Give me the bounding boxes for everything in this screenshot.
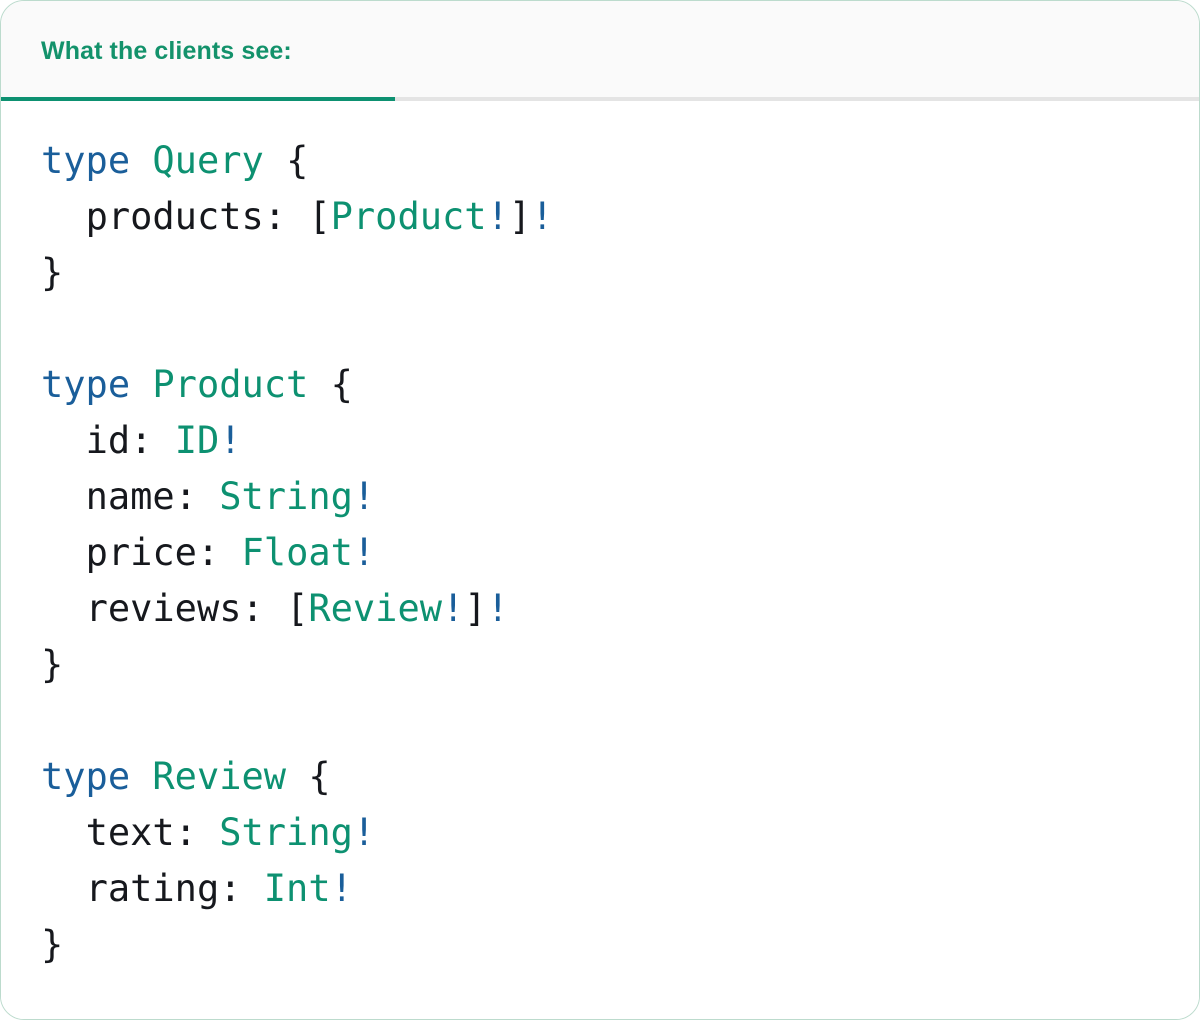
code-line-14: rating: Int!: [41, 861, 1159, 917]
code-line-3: }: [41, 245, 1159, 301]
field-name-price: price: [85, 531, 197, 574]
non-null-bang: !: [486, 195, 509, 238]
non-null-bang: !: [330, 867, 353, 910]
field-type-id: ID: [174, 419, 220, 462]
close-brace: }: [41, 643, 64, 686]
non-null-bang: !: [219, 419, 242, 462]
tab-what-the-clients-see[interactable]: What the clients see:: [1, 1, 395, 101]
colon: :: [196, 531, 220, 574]
colon: :: [219, 867, 242, 910]
non-null-bang: !: [352, 531, 376, 574]
code-line-blank: [41, 301, 1159, 357]
bracket-close: ]: [464, 587, 487, 630]
field-name-reviews: reviews: [85, 587, 242, 630]
code-line-13: text: String!: [41, 805, 1159, 861]
field-name-rating: rating: [85, 867, 220, 910]
type-name-query: Query: [152, 139, 264, 182]
keyword-type: type: [41, 139, 131, 182]
graphql-schema-code: type Query { products: [Product!]!} type…: [41, 133, 1159, 973]
type-name-product: Product: [152, 363, 309, 406]
type-name-review: Review: [152, 755, 287, 798]
field-type-float: Float: [241, 531, 353, 574]
field-type-string: String: [219, 475, 353, 518]
field-type-review: Review: [308, 587, 442, 630]
code-line-8: price: Float!: [41, 525, 1159, 581]
close-brace: }: [41, 923, 64, 966]
field-name-products: products: [85, 195, 264, 238]
tab-strip-track: [1, 97, 1199, 101]
bracket-open: [: [286, 587, 309, 630]
non-null-bang: !: [352, 811, 376, 854]
field-name-id: id: [85, 419, 131, 462]
card-header: What the clients see:: [1, 1, 1199, 101]
code-line-5: type Product {: [41, 357, 1159, 413]
non-null-bang: !: [352, 475, 376, 518]
non-null-bang: !: [531, 195, 554, 238]
colon: :: [130, 419, 153, 462]
keyword-type: type: [41, 363, 131, 406]
tab-active-underline: [1, 97, 395, 101]
open-brace: {: [308, 755, 331, 798]
code-body: type Query { products: [Product!]!} type…: [1, 101, 1199, 1019]
non-null-bang: !: [442, 587, 465, 630]
tab-label: What the clients see:: [41, 36, 292, 65]
code-line-15: }: [41, 917, 1159, 973]
field-type-product: Product: [330, 195, 487, 238]
colon: :: [174, 811, 197, 854]
code-line-1: type Query {: [41, 133, 1159, 189]
keyword-type: type: [41, 755, 131, 798]
open-brace: {: [286, 139, 309, 182]
colon: :: [263, 195, 287, 238]
code-line-blank: [41, 693, 1159, 749]
bracket-open: [: [308, 195, 331, 238]
field-type-string: String: [219, 811, 353, 854]
code-line-7: name: String!: [41, 469, 1159, 525]
code-line-12: type Review {: [41, 749, 1159, 805]
colon: :: [241, 587, 264, 630]
colon: :: [174, 475, 197, 518]
open-brace: {: [330, 363, 353, 406]
non-null-bang: !: [486, 587, 509, 630]
code-line-2: products: [Product!]!: [41, 189, 1159, 245]
field-type-int: Int: [263, 867, 331, 910]
code-line-9: reviews: [Review!]!: [41, 581, 1159, 637]
code-line-10: }: [41, 637, 1159, 693]
field-name-text: text: [85, 811, 175, 854]
code-line-6: id: ID!: [41, 413, 1159, 469]
field-name-name: name: [85, 475, 175, 518]
close-brace: }: [41, 251, 64, 294]
bracket-close: ]: [508, 195, 532, 238]
